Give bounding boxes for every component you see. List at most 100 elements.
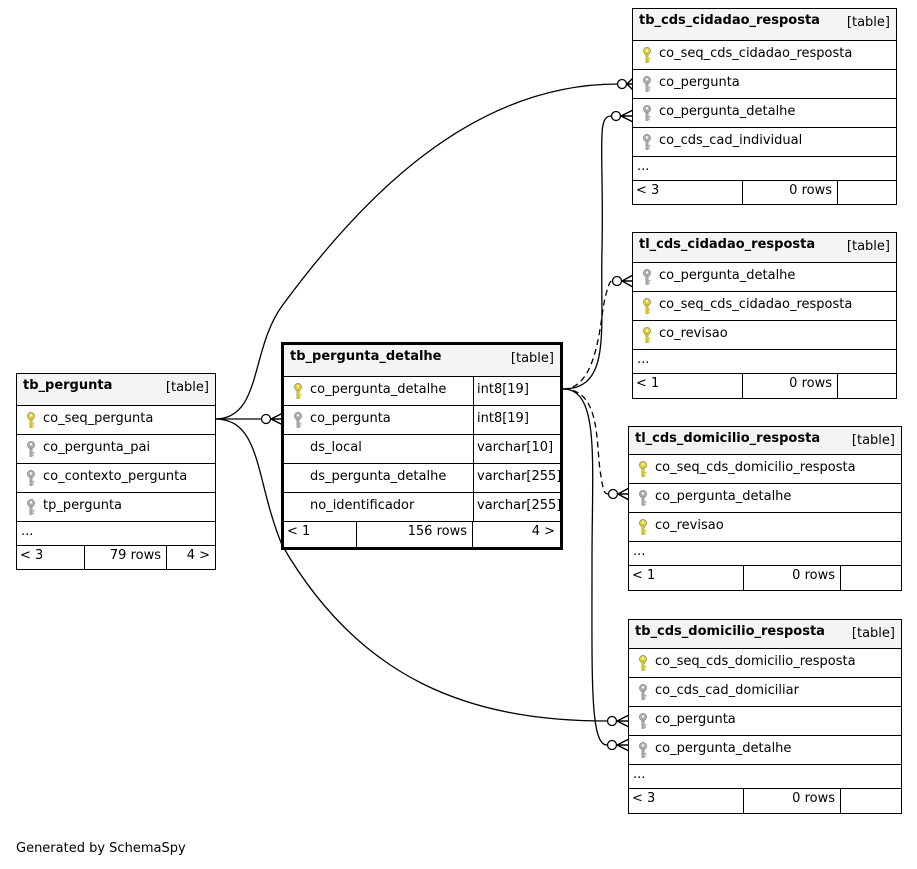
column-name: co_cds_cad_domiciliar: [655, 683, 799, 698]
column-name: co_contexto_pergunta: [43, 469, 188, 484]
more-indicator: ...: [633, 544, 646, 559]
table-header: tb_pergunta [table]: [17, 374, 215, 406]
column-name: co_pergunta_detalhe: [659, 268, 796, 283]
table-header: tb_cds_cidadao_resposta [table]: [633, 9, 896, 41]
column-row[interactable]: co_revisao: [633, 321, 896, 350]
column-row[interactable]: co_seq_cds_cidadao_resposta: [633, 41, 896, 70]
column-row[interactable]: co_cds_cad_individual: [633, 128, 896, 157]
column-row[interactable]: co_contexto_pergunta: [17, 464, 215, 493]
table-tl-cds-domicilio-resposta[interactable]: tl_cds_domicilio_resposta [table] co_seq…: [628, 426, 902, 591]
table-tb-cds-cidadao-resposta[interactable]: tb_cds_cidadao_resposta [table] co_seq_c…: [632, 8, 897, 205]
many-circle: [610, 110, 622, 122]
parent-count[interactable]: < 3: [633, 181, 743, 204]
table-tb-pergunta[interactable]: tb_pergunta [table] co_seq_pergunta co_p…: [16, 373, 216, 570]
column-name: ds_local: [310, 440, 362, 455]
column-row[interactable]: co_seq_cds_domicilio_resposta: [629, 649, 901, 678]
table-footer: < 1 156 rows 4 >: [284, 522, 560, 547]
column-row[interactable]: co_pergunta: [629, 707, 901, 736]
column-name: co_pergunta_pai: [43, 440, 151, 455]
column-row[interactable]: co_pergunta int8[19]: [284, 406, 560, 435]
primary-key-icon: [292, 382, 304, 400]
table-header: tl_cds_domicilio_resposta [table]: [629, 427, 901, 455]
many-circle: [606, 715, 618, 727]
table-type: [table]: [846, 239, 890, 254]
parent-count[interactable]: < 1: [629, 566, 744, 590]
column-name: co_seq_cds_cidadao_resposta: [659, 297, 853, 312]
table-tb-cds-domicilio-resposta[interactable]: tb_cds_domicilio_resposta [table] co_seq…: [628, 619, 902, 814]
edge-detalhe-domicilio-resposta: [562, 388, 608, 746]
column-row[interactable]: co_pergunta: [633, 70, 896, 99]
table-header: tb_cds_domicilio_resposta [table]: [629, 620, 901, 649]
column-row[interactable]: co_pergunta_detalhe: [633, 263, 896, 292]
column-row[interactable]: co_cds_cad_domiciliar: [629, 678, 901, 707]
foreign-key-icon: [25, 440, 37, 458]
edge-detalhe-tl-domicilio-resposta: [562, 388, 609, 495]
child-count[interactable]: [841, 789, 901, 813]
child-count[interactable]: [841, 566, 901, 590]
more-columns-row: ...: [17, 522, 215, 546]
column-name: co_pergunta: [310, 411, 391, 426]
more-columns-row: ...: [633, 350, 896, 374]
column-type: int8[19]: [473, 406, 560, 434]
row-count: 0 rows: [743, 181, 838, 204]
column-name: co_seq_cds_domicilio_resposta: [655, 654, 856, 669]
table-name: tb_pergunta: [23, 378, 113, 393]
row-count: 0 rows: [743, 374, 838, 398]
table-name: tl_cds_cidadao_resposta: [639, 237, 816, 252]
table-name: tl_cds_domicilio_resposta: [635, 431, 821, 446]
column-name: co_revisao: [655, 518, 724, 533]
more-indicator: ...: [21, 524, 34, 539]
parent-count[interactable]: < 1: [284, 522, 357, 547]
more-indicator: ...: [637, 159, 650, 174]
column-name: co_pergunta: [659, 75, 740, 90]
crows-foot: [616, 738, 630, 752]
child-count[interactable]: [838, 181, 896, 204]
table-type: [table]: [851, 433, 895, 448]
foreign-key-icon: [637, 683, 649, 701]
table-footer: < 3 0 rows: [633, 181, 896, 204]
column-name: co_seq_pergunta: [43, 411, 154, 426]
table-type: [table]: [846, 15, 890, 30]
table-footer: < 1 0 rows: [633, 374, 896, 398]
row-count: 0 rows: [744, 789, 841, 813]
schemaspy-credit[interactable]: Generated by SchemaSpy: [16, 841, 186, 856]
parent-count[interactable]: < 3: [17, 546, 85, 569]
column-row[interactable]: co_seq_cds_cidadao_resposta: [633, 292, 896, 321]
column-name: co_pergunta_detalhe: [310, 382, 447, 397]
column-row[interactable]: co_pergunta_detalhe: [633, 99, 896, 128]
column-row[interactable]: co_pergunta_detalhe: [629, 484, 901, 513]
column-row[interactable]: tp_pergunta: [17, 493, 215, 522]
column-row[interactable]: co_pergunta_detalhe: [629, 736, 901, 765]
table-tb-pergunta-detalhe[interactable]: tb_pergunta_detalhe [table] co_pergunta_…: [281, 342, 563, 550]
foreign-key-icon: [641, 104, 653, 122]
more-indicator: ...: [637, 352, 650, 367]
table-type: [table]: [851, 626, 895, 641]
parent-count[interactable]: < 1: [633, 374, 743, 398]
primary-key-icon: [25, 411, 37, 429]
foreign-key-icon: [637, 712, 649, 730]
primary-key-icon: [641, 46, 653, 64]
parent-count[interactable]: < 3: [629, 789, 744, 813]
primary-key-icon: [637, 518, 649, 536]
many-circle: [611, 275, 623, 287]
column-row[interactable]: co_revisao: [629, 513, 901, 542]
child-count[interactable]: 4 >: [531, 524, 555, 539]
column-row[interactable]: co_seq_pergunta: [17, 406, 215, 435]
child-count[interactable]: 4 >: [186, 548, 210, 563]
table-name: tb_pergunta_detalhe: [290, 349, 442, 364]
many-circle: [616, 78, 628, 90]
crows-foot: [621, 274, 634, 288]
table-tl-cds-cidadao-resposta[interactable]: tl_cds_cidadao_resposta [table] co_pergu…: [632, 232, 897, 399]
child-count[interactable]: [838, 374, 896, 398]
column-name: ds_pergunta_detalhe: [310, 469, 447, 484]
column-row[interactable]: co_pergunta_pai: [17, 435, 215, 464]
column-row[interactable]: co_seq_cds_domicilio_resposta: [629, 455, 901, 484]
crows-foot: [617, 487, 630, 501]
many-circle: [607, 488, 619, 500]
column-name: co_revisao: [659, 326, 728, 341]
crows-foot: [616, 714, 630, 728]
